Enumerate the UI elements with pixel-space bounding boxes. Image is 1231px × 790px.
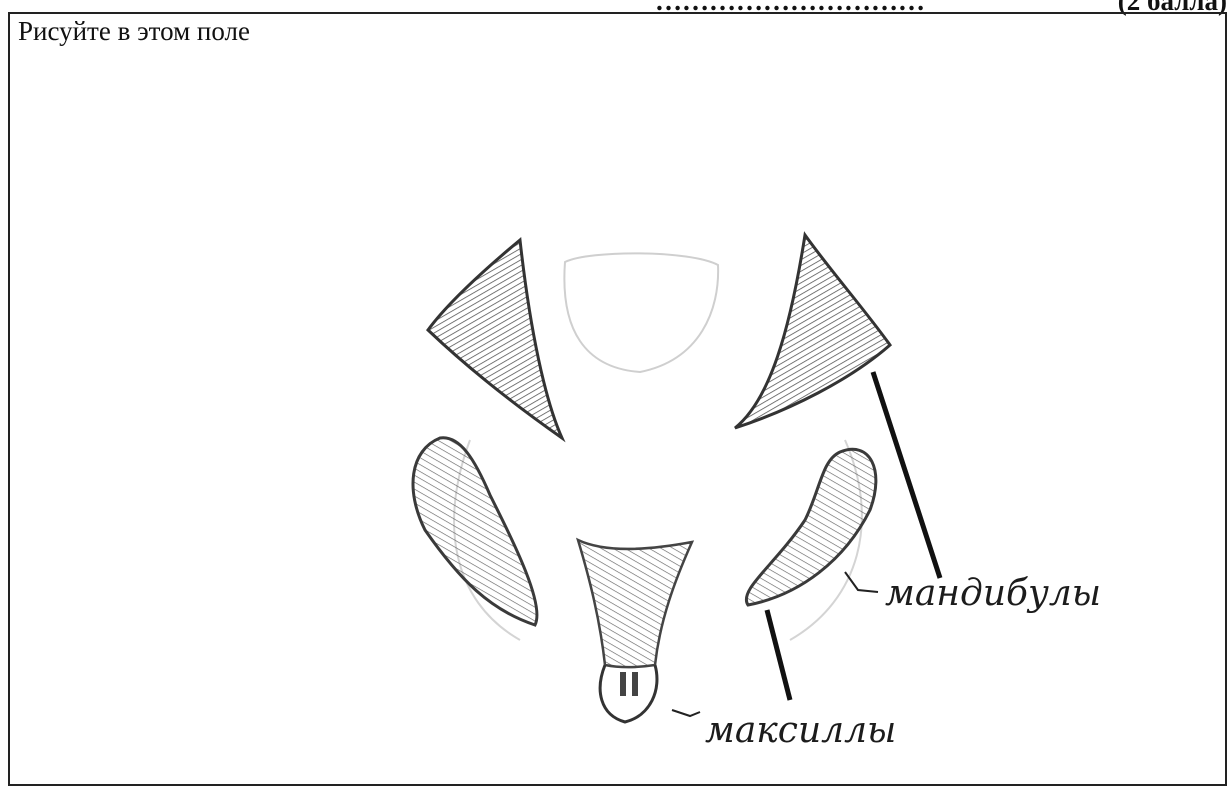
right-maxilla [746, 449, 876, 605]
right-mandible [735, 235, 890, 428]
maxilla-arrow-mark [672, 710, 700, 716]
mandibles-label: мандибулы [885, 573, 1101, 614]
labium [578, 540, 692, 667]
labial-tip [600, 665, 657, 722]
left-mandible [428, 240, 562, 438]
maxilla-leader-line [767, 610, 790, 700]
labial-palp-right [632, 672, 638, 696]
labial-palp-left [620, 672, 626, 696]
head-outline [564, 253, 718, 372]
maxillae-label: максиллы [705, 710, 896, 751]
mandible-leader-line [873, 372, 940, 578]
